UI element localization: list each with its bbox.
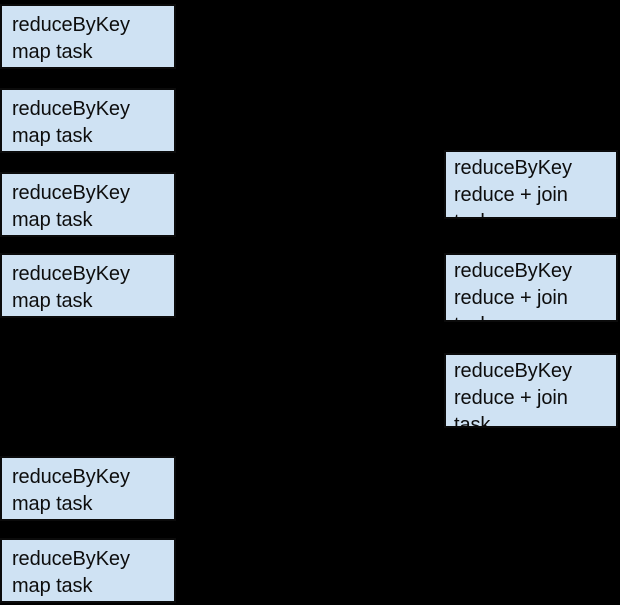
task-box-label: reduceByKey map task: [12, 98, 130, 147]
task-box-label: reduceByKey reduce + join task: [454, 157, 572, 217]
task-box-label: reduceByKey map task: [12, 14, 130, 63]
task-box-map-4[interactable]: reduceByKey map task: [0, 253, 176, 318]
task-box-reduce-join-2[interactable]: reduceByKey reduce + join task: [444, 253, 618, 322]
task-box-map-3[interactable]: reduceByKey map task: [0, 172, 176, 237]
task-box-map-5[interactable]: reduceByKey map task: [0, 456, 176, 521]
task-box-map-1[interactable]: reduceByKey map task: [0, 4, 176, 69]
task-box-label: reduceByKey map task: [12, 263, 130, 312]
task-box-label: reduceByKey reduce + join task: [454, 260, 572, 320]
task-box-reduce-join-3[interactable]: reduceByKey reduce + join task: [444, 353, 618, 428]
task-box-label: reduceByKey map task: [12, 466, 130, 515]
task-box-label: reduceByKey map task: [12, 548, 130, 597]
task-box-reduce-join-1[interactable]: reduceByKey reduce + join task: [444, 150, 618, 219]
task-box-label: reduceByKey map task: [12, 182, 130, 231]
task-box-map-6[interactable]: reduceByKey map task: [0, 538, 176, 603]
task-box-map-2[interactable]: reduceByKey map task: [0, 88, 176, 153]
task-box-label: reduceByKey reduce + join task: [454, 360, 572, 428]
